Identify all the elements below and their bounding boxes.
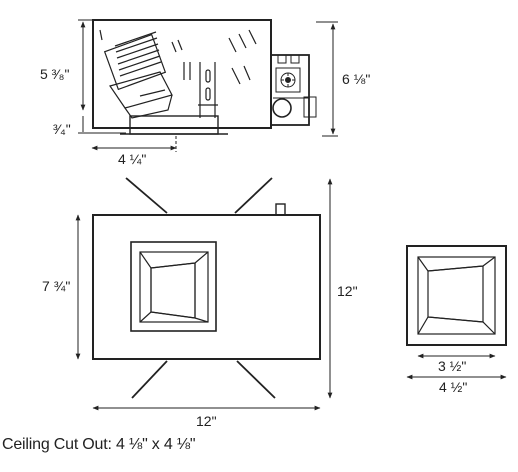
trim-outer — [406, 245, 507, 346]
trim-dimensions — [406, 353, 507, 380]
plan-dimensions — [75, 178, 333, 411]
mounting-slots — [99, 29, 257, 118]
junction-box-height-label: 6 ⅛" — [342, 71, 370, 87]
plan-outer-frame — [92, 214, 321, 360]
aperture-width-label: 4 ¼" — [118, 151, 146, 167]
led-heatsink — [103, 31, 173, 119]
trim-inner-width-label: 3 ½" — [438, 358, 466, 374]
junction-box — [270, 54, 310, 126]
side-dimensions — [78, 19, 338, 152]
trim-outer-width-label: 4 ½" — [439, 379, 467, 395]
plan-connector — [275, 203, 286, 216]
ceiling-cutout-caption: Ceiling Cut Out: 4 ⅛" x 4 ⅛" — [2, 436, 196, 453]
plan-height-label: 7 ¾" — [42, 278, 70, 294]
plan-overall-height-label: 12" — [337, 283, 358, 299]
plan-reflector — [139, 251, 209, 323]
plan-view — [75, 177, 333, 411]
mounting-bars — [125, 177, 276, 399]
trim-reflector — [417, 256, 496, 335]
side-view — [78, 19, 338, 152]
plan-trim-inner — [139, 251, 209, 323]
trim-view — [406, 245, 507, 380]
trim-depth-label: ³⁄₄" — [53, 121, 71, 137]
plan-trim-outer — [130, 241, 217, 332]
housing-box — [92, 19, 272, 129]
trim-inner — [417, 256, 496, 335]
plan-overall-width-label: 12" — [196, 413, 217, 429]
trim-flange — [120, 115, 228, 135]
junction-box-details — [272, 54, 317, 118]
side-height-label: 5 ³⁄₈" — [40, 66, 69, 82]
